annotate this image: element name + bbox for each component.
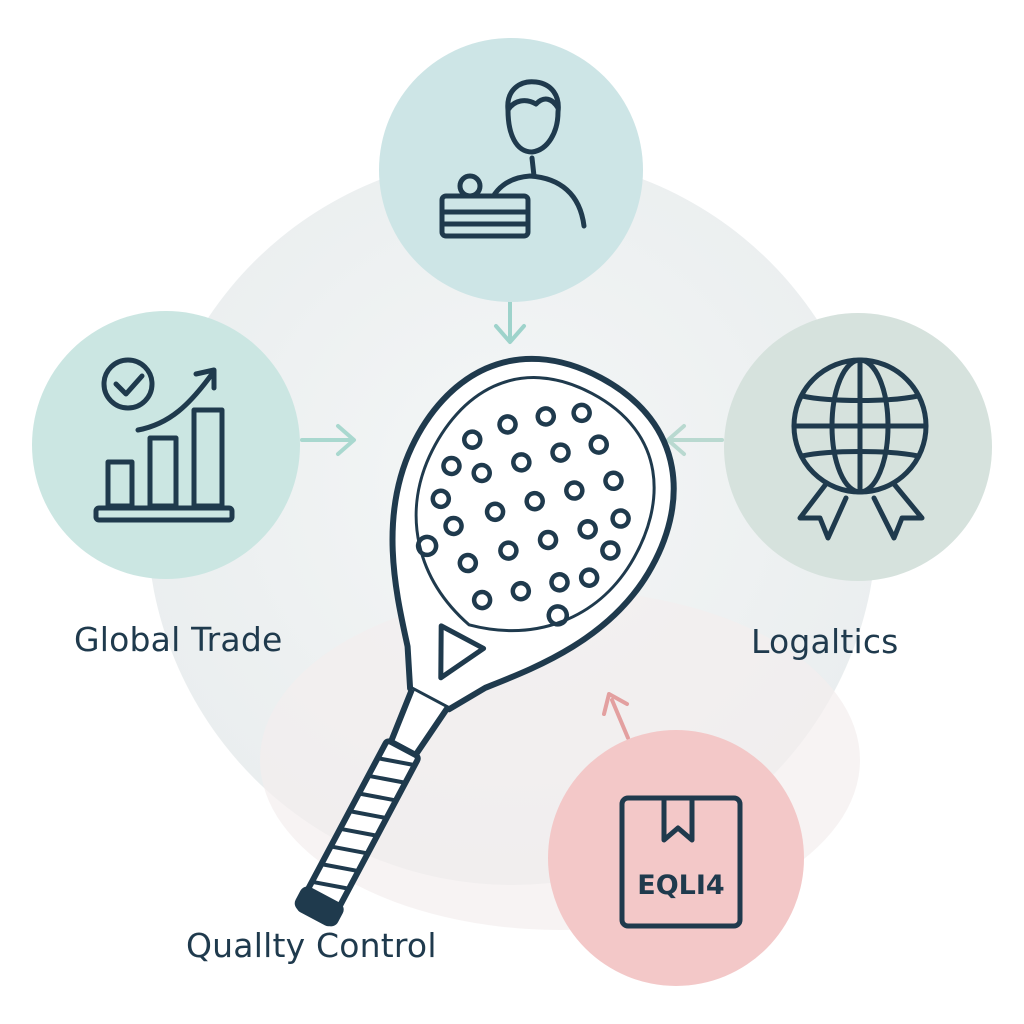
node-buyer: [379, 38, 643, 302]
label-logistics: Logaltics: [751, 622, 899, 661]
package-box-text: EQLI4: [637, 870, 724, 901]
person-at-counter-icon: [439, 79, 587, 239]
globe-award-icon: [791, 357, 929, 541]
arrow-bottom-up: [602, 692, 630, 740]
flow-arrows: [300, 296, 724, 740]
arrow-right-left: [666, 424, 724, 456]
trade-circle: [32, 311, 300, 579]
node-trade: [32, 311, 300, 579]
package-circle: [548, 730, 804, 986]
package-box-icon: [619, 795, 743, 929]
padel-racket-icon: [294, 355, 677, 927]
arrow-left-right: [300, 424, 356, 456]
label-quality-control: Quallty Control: [186, 926, 437, 965]
buyer-circle: [379, 38, 643, 302]
node-package: EQLI4: [548, 730, 804, 986]
bar-chart-growth-icon: [93, 357, 235, 523]
node-logistics: [724, 313, 992, 581]
arrow-top-down: [494, 296, 526, 344]
label-global-trade: Global Trade: [74, 620, 283, 659]
